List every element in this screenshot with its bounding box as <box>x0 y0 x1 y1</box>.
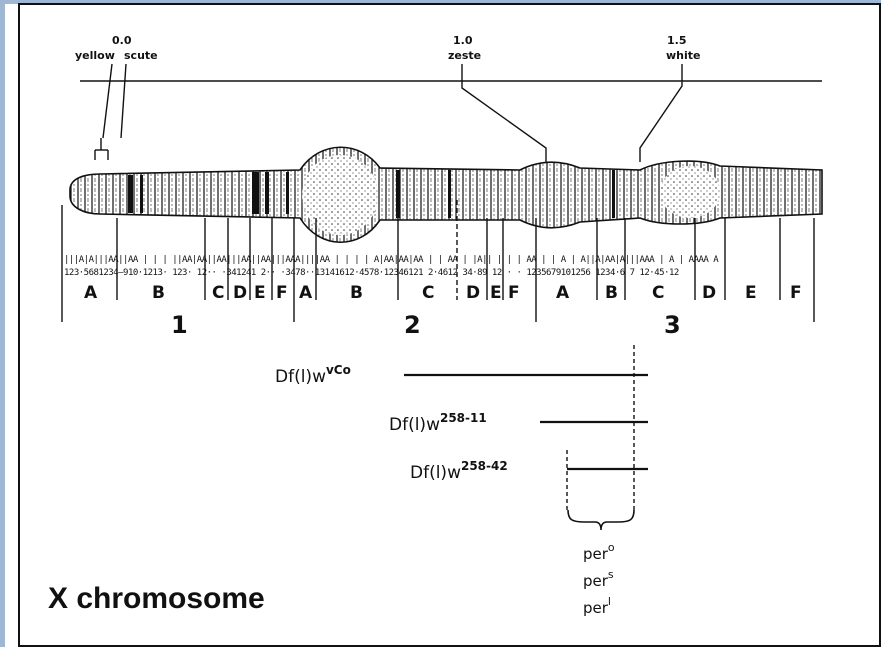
chromosome-puff <box>302 155 378 235</box>
per-allele-l: perl <box>583 595 611 617</box>
subdivision-3C: C <box>652 283 664 303</box>
per-brace <box>568 510 634 530</box>
locus-position-zeste: 1.0 <box>453 34 473 47</box>
deficiency-label-vCo: Df(l)wvCo <box>275 363 351 387</box>
per-allele-s: pers <box>583 568 614 590</box>
subdivision-1D: D <box>233 283 247 303</box>
deficiency-label-258-11: Df(l)w258-11 <box>389 411 487 435</box>
subdivision-1C: C <box>212 283 224 303</box>
subdivision-1A: A <box>84 283 98 303</box>
locus-name-white: white <box>666 49 700 62</box>
subdivision-3D: D <box>702 283 716 303</box>
band-number-row-1: |||A|A|||AA||AA | | | ||AA|AA||AA|||AA||… <box>64 255 719 265</box>
slide-title: X chromosome <box>48 582 265 616</box>
yellow-scute-connector <box>95 64 126 160</box>
subdivision-1E: E <box>254 283 266 303</box>
subdivision-1F: F <box>276 283 288 303</box>
subdivision-3F: F <box>790 283 802 303</box>
deficiency-label-258-42: Df(l)w258-42 <box>410 459 508 483</box>
subdivision-3E: E <box>745 283 757 303</box>
subdivision-2D: D <box>466 283 480 303</box>
subdivision-1B: B <box>152 283 165 303</box>
subdivision-2C: C <box>422 283 434 303</box>
division-1: 1 <box>171 311 188 339</box>
locus-position-yellow-scute: 0.0 <box>112 34 132 47</box>
zeste-connector <box>462 64 546 162</box>
locus-name-yellow: yellow <box>75 49 115 62</box>
division-3: 3 <box>664 311 681 339</box>
chromosome-puff-2 <box>660 166 720 218</box>
subdivision-letters: A B C D E F A B C D E F A B C D E F <box>84 283 802 303</box>
division-2: 2 <box>404 311 421 339</box>
subdivision-3A: A <box>556 283 570 303</box>
locus-name-scute: scute <box>124 49 158 62</box>
subdivision-2E: E <box>490 283 502 303</box>
subdivision-2A: A <box>299 283 313 303</box>
subdivision-2B: B <box>350 283 363 303</box>
subdivision-2F: F <box>508 283 520 303</box>
per-allele-o: pero <box>583 541 615 563</box>
locus-position-white: 1.5 <box>667 34 687 47</box>
subdivision-3B: B <box>605 283 618 303</box>
band-number-row-2: 123·5681234–910·1213· 123· 12·· ·341241 … <box>64 268 679 278</box>
white-connector <box>640 64 682 162</box>
locus-name-zeste: zeste <box>448 49 481 62</box>
